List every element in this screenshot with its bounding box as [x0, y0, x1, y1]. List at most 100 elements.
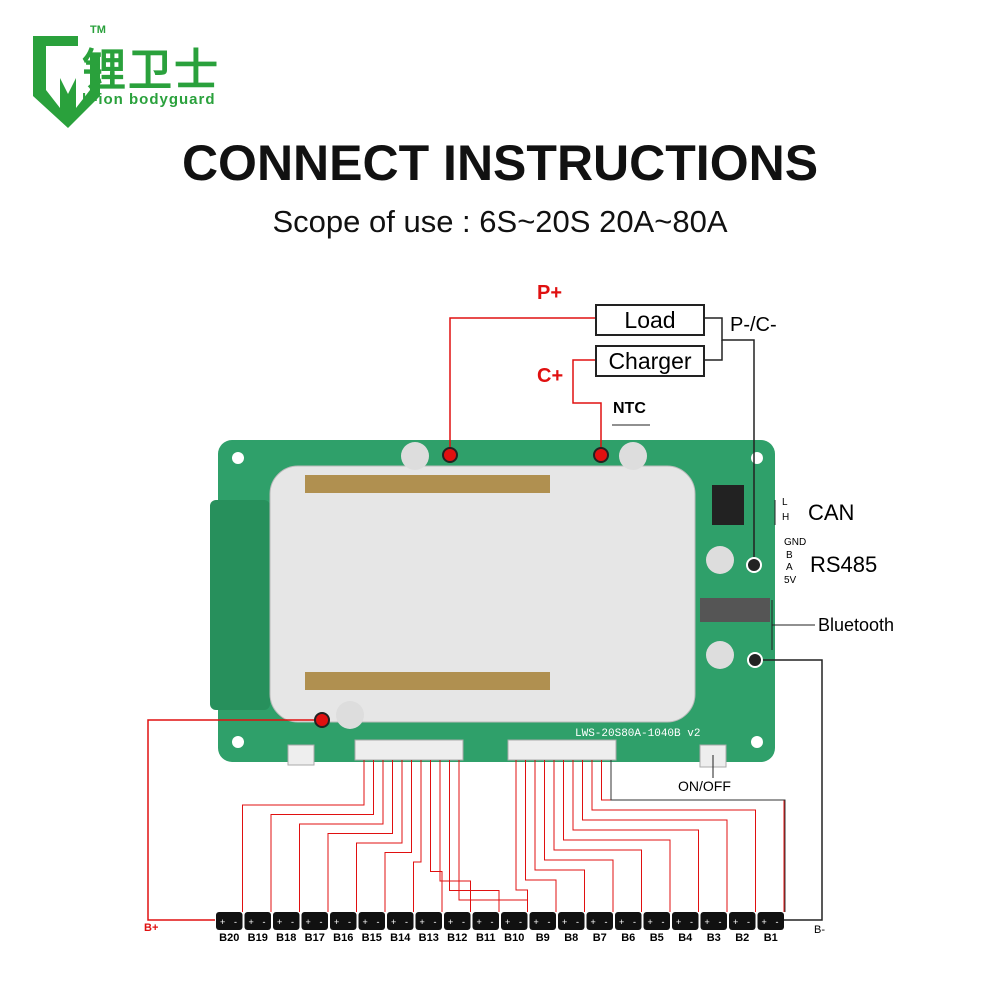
cell-minus: -: [605, 917, 608, 927]
cell-label: B13: [418, 932, 439, 944]
load-box: Load: [595, 304, 705, 336]
battery-cell: [415, 912, 442, 930]
cell-plus: +: [249, 917, 254, 927]
trademark: TM: [90, 24, 106, 36]
b-plus-label: B+: [144, 922, 159, 934]
battery-cell: [729, 912, 756, 930]
cell-plus: +: [505, 917, 510, 927]
balance-wire: [525, 760, 557, 912]
cell-label: B12: [447, 932, 468, 944]
cell-label: B7: [592, 932, 607, 944]
heatsink-plate: [269, 465, 696, 723]
cell-minus: -: [633, 917, 636, 927]
cell-minus: -: [234, 917, 237, 927]
balance-wire: [458, 760, 528, 912]
cell-plus: +: [277, 917, 282, 927]
balance-wire: [534, 760, 585, 912]
cell-plus: +: [391, 917, 396, 927]
cell-minus: -: [348, 917, 351, 927]
battery-cell: [757, 912, 784, 930]
charger-box: Charger: [595, 345, 705, 377]
cell-minus: -: [320, 917, 323, 927]
battery-cell: [273, 912, 300, 930]
b-pin-label: B: [786, 550, 793, 561]
cell-plus: +: [220, 917, 225, 927]
cell-label: B10: [504, 932, 525, 944]
cell-minus: -: [491, 917, 494, 927]
page-subtitle: Scope of use : 6S~20S 20A~80A: [272, 204, 728, 239]
balance-wire: [449, 760, 500, 912]
cell-label: B17: [304, 932, 325, 944]
board-model: LWS-20S80A-1040B v2: [575, 728, 700, 740]
cell-label: B14: [390, 932, 411, 944]
copper-bar-bottom: [305, 672, 550, 690]
cell-label: B4: [678, 932, 693, 944]
cell-minus: -: [462, 917, 465, 927]
c-plus-label: C+: [537, 365, 564, 387]
battery-cell: [472, 912, 499, 930]
balance-wire: [270, 760, 374, 912]
copper-bar-top: [305, 475, 550, 493]
balance-wire: [439, 760, 471, 912]
battery-cell: [672, 912, 699, 930]
cell-plus: +: [534, 917, 539, 927]
cell-label: B19: [247, 932, 268, 944]
balance-connector-right: [507, 739, 617, 761]
cell-minus: -: [776, 917, 779, 927]
b-minus-label: B-: [814, 924, 825, 936]
balance-connector-left: [354, 739, 464, 761]
can-h-label: H: [782, 512, 790, 523]
cell-label: B16: [333, 932, 354, 944]
cell-label: B1: [763, 932, 778, 944]
cell-plus: +: [420, 917, 425, 927]
logo-english-text: li-ion bodyguard: [82, 91, 216, 108]
battery-cell: [529, 912, 556, 930]
logo-chinese-text: 锂卫士: [82, 45, 220, 96]
cell-minus: -: [519, 917, 522, 927]
cell-minus: -: [690, 917, 693, 927]
cell-label: B8: [564, 932, 579, 944]
p-plus-label: P+: [537, 282, 563, 304]
balance-wire: [413, 760, 422, 912]
can-label: CAN: [808, 500, 855, 525]
balance-wire: [430, 760, 443, 912]
cell-minus: -: [405, 917, 408, 927]
a-pin-label: A: [786, 562, 793, 573]
cell-plus: +: [591, 917, 596, 927]
cell-label: B18: [276, 932, 297, 944]
balance-wire: [610, 760, 786, 912]
battery-cell: [358, 912, 385, 930]
on-off-label: ON/OFF: [678, 778, 731, 794]
cell-plus: +: [306, 917, 311, 927]
balance-wire: [544, 760, 614, 912]
cell-minus: -: [291, 917, 294, 927]
can-l-label: L: [782, 497, 788, 508]
rs485-label: RS485: [810, 552, 878, 577]
battery-cell: [387, 912, 414, 930]
cell-label: B3: [706, 932, 721, 944]
side-board: [210, 500, 270, 710]
cell-plus: +: [562, 917, 567, 927]
cell-minus: -: [377, 917, 380, 927]
cell-label: B15: [361, 932, 382, 944]
cell-plus: +: [676, 917, 681, 927]
cell-label: B5: [649, 932, 664, 944]
battery-cell: [330, 912, 357, 930]
cell-plus: +: [363, 917, 368, 927]
battery-cell: [700, 912, 727, 930]
bluetooth-label: Bluetooth: [818, 615, 895, 635]
cell-label: B2: [735, 932, 750, 944]
balance-wire: [515, 760, 528, 912]
cell-minus: -: [662, 917, 665, 927]
cell-plus: +: [733, 917, 738, 927]
cell-label: B20: [219, 932, 240, 944]
cell-label: B11: [475, 932, 496, 944]
battery-cell: [444, 912, 471, 930]
cell-plus: +: [477, 917, 482, 927]
battery-cell: [586, 912, 613, 930]
balance-wire: [572, 760, 699, 912]
cell-minus: -: [747, 917, 750, 927]
cell-label: B9: [535, 932, 550, 944]
balance-wire: [563, 760, 671, 912]
